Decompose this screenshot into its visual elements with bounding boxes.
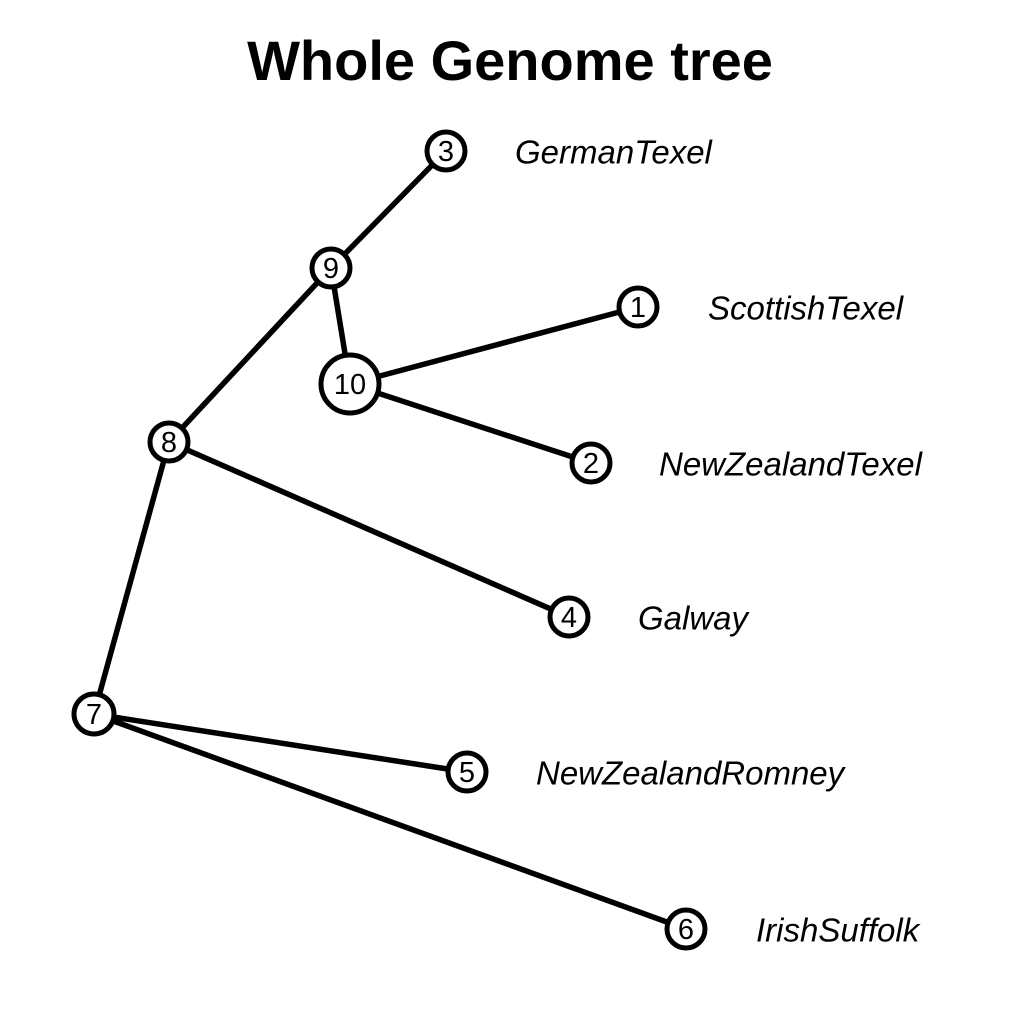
node-number-6: 6 bbox=[678, 914, 694, 946]
nodes-layer: 1 2 3 4 5 6 7 8 9 10 bbox=[71, 129, 708, 951]
node-8: 8 bbox=[147, 420, 191, 464]
node-1: 1 bbox=[616, 285, 660, 329]
node-circle-4 bbox=[547, 595, 591, 639]
node-10: 10 bbox=[318, 352, 382, 416]
node-circle-6 bbox=[664, 907, 708, 951]
edge-9-3 bbox=[328, 148, 449, 271]
node-circle-5 bbox=[445, 750, 489, 794]
node-4: 4 bbox=[547, 595, 591, 639]
edge-7-6 bbox=[91, 711, 689, 932]
edges-layer bbox=[91, 148, 689, 932]
node-6: 6 bbox=[664, 907, 708, 951]
node-number-2: 2 bbox=[583, 448, 599, 480]
edge-8-9 bbox=[166, 265, 334, 445]
node-number-3: 3 bbox=[438, 136, 454, 168]
node-number-4: 4 bbox=[561, 602, 577, 634]
tip-label-5: NewZealandRomney bbox=[536, 755, 847, 792]
node-circle-9 bbox=[309, 246, 353, 290]
edge-10-2 bbox=[347, 381, 594, 466]
node-circle-3 bbox=[424, 129, 468, 173]
node-circle-1 bbox=[616, 285, 660, 329]
node-3: 3 bbox=[424, 129, 468, 173]
tip-label-4: Galway bbox=[638, 600, 751, 637]
node-circle-2 bbox=[569, 441, 613, 485]
node-7: 7 bbox=[71, 691, 117, 737]
node-number-1: 1 bbox=[630, 292, 646, 324]
node-5: 5 bbox=[445, 750, 489, 794]
edge-7-5 bbox=[91, 711, 470, 775]
node-number-9: 9 bbox=[323, 253, 339, 285]
node-2: 2 bbox=[569, 441, 613, 485]
node-number-5: 5 bbox=[459, 757, 475, 789]
tip-label-1: ScottishTexel bbox=[708, 290, 905, 327]
node-number-7: 7 bbox=[86, 699, 102, 731]
tip-label-3: GermanTexel bbox=[515, 134, 714, 171]
node-circle-7 bbox=[71, 691, 117, 737]
edge-8-4 bbox=[166, 439, 572, 620]
edge-10-1 bbox=[347, 304, 641, 387]
edge-7-8 bbox=[91, 439, 172, 717]
node-number-8: 8 bbox=[161, 427, 177, 459]
node-number-10: 10 bbox=[334, 369, 366, 401]
tip-label-6: IrishSuffolk bbox=[756, 912, 921, 949]
node-circle-8 bbox=[147, 420, 191, 464]
diagram-title: Whole Genome tree bbox=[247, 29, 773, 92]
tip-label-2: NewZealandTexel bbox=[659, 446, 924, 483]
node-9: 9 bbox=[309, 246, 353, 290]
node-circle-10 bbox=[318, 352, 382, 416]
